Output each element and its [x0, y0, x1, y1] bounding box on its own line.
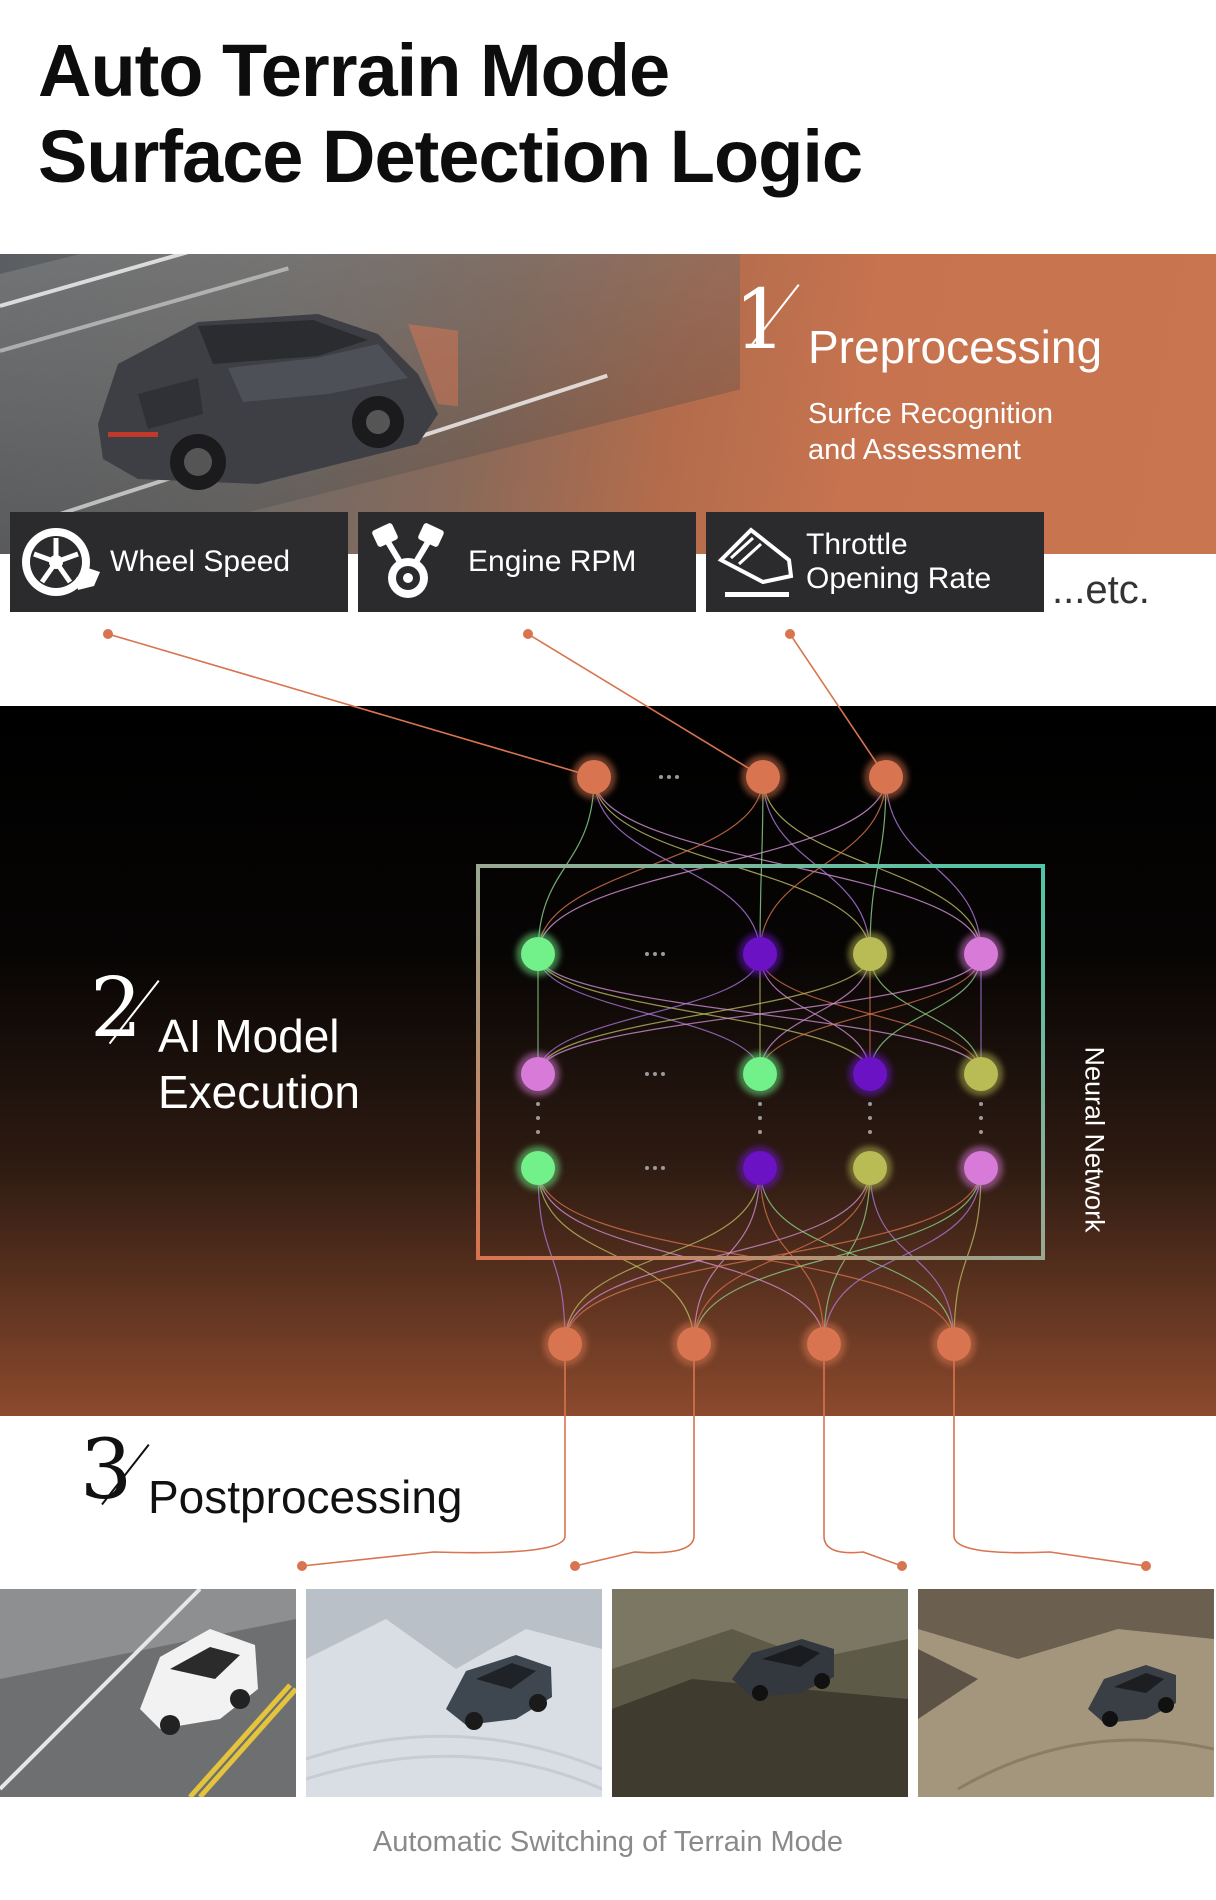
- input-connector-dot: [523, 629, 533, 639]
- input-label-throttle-line-1: Throttle: [806, 528, 908, 561]
- wheel-icon: [10, 512, 110, 612]
- ellipsis-dot: [536, 1102, 540, 1106]
- throttle-pedal-icon: [706, 512, 806, 612]
- ellipsis-dot: [868, 1116, 872, 1120]
- ellipsis-dot: [868, 1102, 872, 1106]
- ellipsis-dot: [645, 1072, 649, 1076]
- caption: Automatic Switching of Terrain Mode: [372, 1826, 844, 1858]
- ellipsis-dot: [979, 1130, 983, 1134]
- ellipsis-dot: [661, 1166, 665, 1170]
- ellipsis-dot: [758, 1130, 762, 1134]
- ellipsis-dot: [661, 1072, 665, 1076]
- input-connector-dot: [103, 629, 113, 639]
- output-connector-dot: [1141, 1561, 1151, 1571]
- output-connector-dot: [297, 1561, 307, 1571]
- hidden-layer-node: [743, 1057, 777, 1091]
- input-label-throttle: Throttle Opening Rate: [806, 528, 991, 596]
- input-layer-node: [869, 760, 903, 794]
- ellipsis-dot: [645, 1166, 649, 1170]
- engine-piston-icon: [358, 512, 458, 612]
- input-label-throttle-line-2: Opening Rate: [806, 562, 992, 595]
- hidden-layer-node: [743, 937, 777, 971]
- ellipsis-dot: [653, 1166, 657, 1170]
- terrain-thumb-snow: [306, 1589, 602, 1797]
- step-3-title: Postprocessing: [148, 1471, 463, 1523]
- ellipsis-dot: [758, 1102, 762, 1106]
- page-title: Auto Terrain Mode Surface Detection Logi…: [38, 28, 863, 200]
- ellipsis-dot: [675, 775, 679, 779]
- hidden-layer-node: [964, 1151, 998, 1185]
- input-label-engine-rpm: Engine RPM: [468, 545, 637, 578]
- ellipsis-dot: [536, 1116, 540, 1120]
- output-layer-node: [807, 1327, 841, 1361]
- hidden-layer-node: [521, 1151, 555, 1185]
- ellipsis-dot: [653, 952, 657, 956]
- step-1-subtitle-line-1: Surfce Recognition: [808, 398, 1054, 430]
- output-layer-node: [937, 1327, 971, 1361]
- title-line-1: Auto Terrain Mode: [38, 29, 670, 112]
- hidden-layer-node: [964, 937, 998, 971]
- ellipsis-dot: [653, 1072, 657, 1076]
- hidden-layer-node: [853, 937, 887, 971]
- step-1-number: 1: [734, 273, 787, 368]
- step-1-subtitle-line-2: and Assessment: [808, 434, 1021, 466]
- suv-car-image: [98, 314, 458, 490]
- terrain-thumb-road: [0, 1589, 296, 1797]
- terrain-thumb-mud: [612, 1589, 908, 1797]
- title-line-2: Surface Detection Logic: [38, 115, 863, 198]
- ellipsis-dot: [659, 775, 663, 779]
- step-2-title: AI Model Execution: [158, 1008, 360, 1120]
- input-layer-node: [746, 760, 780, 794]
- input-connector-dot: [785, 629, 795, 639]
- ellipsis-dot: [979, 1102, 983, 1106]
- preprocessing-hero: 1 Preprocessing Surfce Recognition and A…: [0, 254, 1216, 554]
- ellipsis-dot: [667, 775, 671, 779]
- output-layer-node: [548, 1327, 582, 1361]
- step-1-subtitle: Surfce Recognition and Assessment: [808, 396, 1053, 468]
- step-2-title-line-2: Execution: [158, 1066, 361, 1118]
- input-wheel-speed: Wheel Speed: [10, 512, 348, 612]
- hidden-layer-node: [743, 1151, 777, 1185]
- network-box: [476, 864, 1045, 1260]
- step-1-title: Preprocessing: [808, 321, 1103, 373]
- hidden-layer-node: [964, 1057, 998, 1091]
- input-layer-node: [577, 760, 611, 794]
- output-connector-dot: [897, 1561, 907, 1571]
- etc-label: ...etc.: [1052, 568, 1150, 612]
- input-label-wheel-speed: Wheel Speed: [110, 545, 291, 578]
- output-connector-dot: [570, 1561, 580, 1571]
- hidden-layer-node: [521, 937, 555, 971]
- terrain-thumb-sand: [918, 1589, 1214, 1797]
- hidden-layer-node: [853, 1151, 887, 1185]
- ellipsis-dot: [979, 1116, 983, 1120]
- hidden-layer-node: [853, 1057, 887, 1091]
- output-layer-node: [677, 1327, 711, 1361]
- ellipsis-dot: [758, 1116, 762, 1120]
- hidden-layer-node: [521, 1057, 555, 1091]
- ellipsis-dot: [536, 1130, 540, 1134]
- ellipsis-dot: [661, 952, 665, 956]
- ellipsis-dot: [868, 1130, 872, 1134]
- input-engine-rpm: Engine RPM: [358, 512, 696, 612]
- input-throttle-opening-rate: Throttle Opening Rate: [706, 512, 1044, 612]
- ellipsis-dot: [645, 952, 649, 956]
- step-2-title-line-1: AI Model: [158, 1010, 340, 1062]
